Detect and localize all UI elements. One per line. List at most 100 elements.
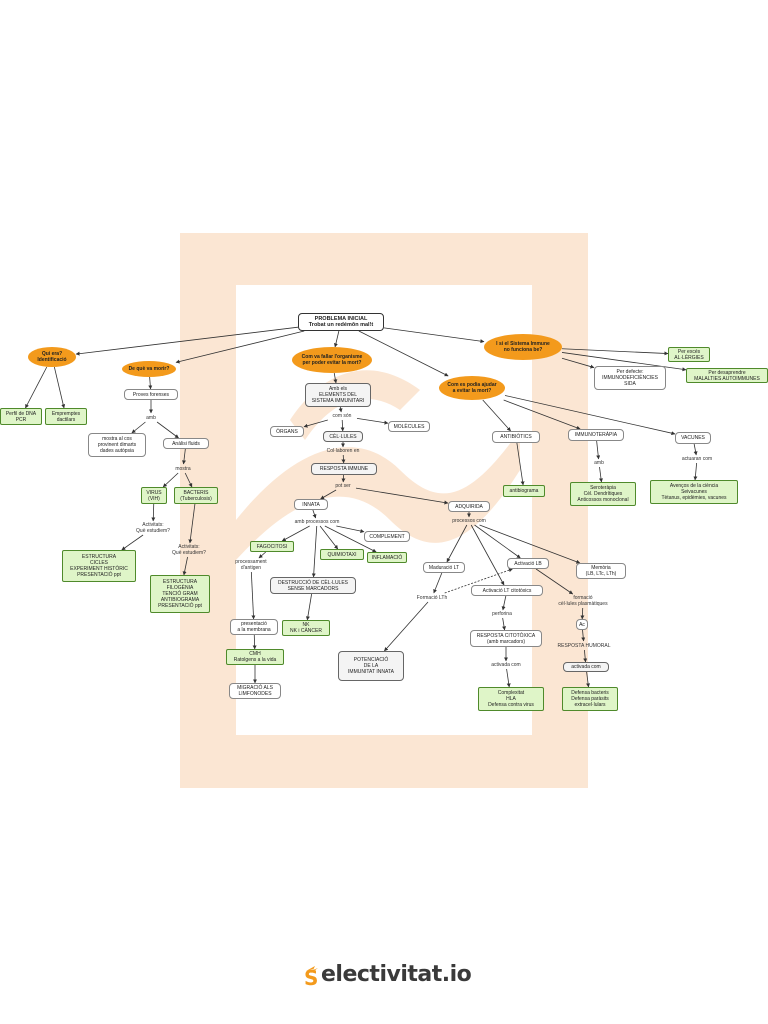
node-defensa: Defensa bacteris Defensa paràsits extrac… — [562, 687, 618, 711]
edge-root-comajudar — [358, 330, 449, 377]
node-organs: ÒRGANS — [270, 426, 304, 437]
node-perdefecte: Per defecte: IMMUNODEFICIÈNCIES SIDA — [594, 366, 666, 390]
node-activitat1: Activitats: Què estudiem? — [136, 522, 170, 534]
node-estruct1: ESTRUCTURA CICLES EXPERIMENT HISTÒRIC PR… — [62, 550, 136, 582]
node-bacteris: BACTERIS (Tuberculosis) — [174, 487, 218, 504]
edge-activitat1-estruct1 — [121, 534, 144, 551]
edge-sisistema-perexces — [561, 348, 669, 356]
edge-ambelc-sonlbl — [338, 406, 343, 413]
node-ambproc: amb processos com — [294, 519, 340, 525]
node-innata: INNATA — [294, 499, 328, 510]
edge-activitat2-estruct2 — [182, 556, 188, 576]
svg-text:S: S — [304, 966, 318, 987]
edge-comajudar-immuno — [503, 399, 581, 430]
edge-vacunes-actuancom — [693, 443, 698, 456]
edge-actuancom-avencos — [693, 462, 698, 481]
edge-sisistema-perdefecte — [561, 357, 595, 369]
edge-potser-innata — [320, 489, 337, 500]
node-destruc: DESTRUCCIÓ DE CÈL·LULES SENSE MARCADORS — [270, 577, 356, 594]
node-maduracio: Maduració LT — [423, 562, 465, 573]
node-comajudar: Com es podia ajudar a evitar la mort? — [439, 376, 505, 400]
edge-ambproc-complement — [336, 525, 365, 533]
node-complement: COMPLEMENT — [364, 531, 410, 542]
edge-sonlbl-cellules — [340, 419, 345, 432]
node-virus: VIRUS (VIH) — [141, 487, 167, 504]
edge-amb1-ambfluids — [156, 421, 179, 439]
node-activaLB: Activació LB — [507, 558, 549, 569]
node-formaLTh: Formació LTh — [416, 594, 448, 601]
brand-wordmark: electivitat.io — [321, 961, 472, 987]
edge-comfallar-ambelc — [333, 372, 338, 384]
node-adquirida: ADQUIRIDA — [448, 501, 490, 512]
node-procantig: processament d'antigen — [235, 559, 267, 571]
node-collab: Col·laboren en — [326, 448, 360, 454]
edge-dequemori-proves — [148, 376, 153, 390]
edge-activaLB-formcel — [535, 568, 574, 595]
node-quiera: Qui era? Identificació — [28, 347, 76, 367]
node-antibiograma: antibiograma — [503, 485, 545, 497]
node-actuancom: actuaran com — [681, 456, 713, 462]
node-immuno: IMMUNOTERÀPIA — [568, 429, 624, 441]
edge-root-sisistema — [383, 327, 485, 344]
edge-procesos-maduracio — [446, 524, 468, 563]
node-vacunes: VACUNES — [675, 432, 711, 444]
brand-logo: S electivitat.io — [303, 958, 472, 990]
node-sisistema: I si el Sistema Immune no funciona be? — [484, 334, 562, 360]
node-presmembr: presentació a la membrana — [230, 619, 278, 635]
edge-root-comfallar — [333, 330, 340, 348]
node-mostra: mostra al cos provinent dimarts dades au… — [88, 433, 146, 457]
node-migracio: MIGRACIÓ ALS LIMFONODES — [229, 683, 281, 699]
node-quimiotaxi: QUIMIOTAXI — [320, 549, 364, 560]
edge-comajudar-antibiotics — [482, 399, 511, 432]
node-ac: Ac — [576, 619, 588, 630]
node-root: PROBLEMA INICIAL Trobat un redémôn mal!t — [298, 313, 384, 331]
edge-ambproc-destruc — [311, 525, 318, 578]
edge-mostraes-bacteris — [184, 472, 193, 488]
node-sonlbl: com són — [332, 413, 352, 419]
edge-respumoral-activacom2 — [583, 649, 588, 663]
node-activaLT: Activació LT citotòxics — [471, 585, 543, 596]
edge-quiera-empremptes — [53, 366, 66, 409]
node-empremptes: Empremptes dactilars — [45, 408, 87, 425]
edge-ambproc-inflamacio — [324, 525, 377, 553]
edge-bacteris-activitat2 — [188, 503, 196, 544]
edge-comajudar-vacunes — [504, 395, 676, 436]
node-estruct2: ESTRUCTURA FILOGÈNIA TENCIÓ GRAM ANTIBIO… — [150, 575, 210, 613]
node-antibiotics: ANTIBIÒTICS — [492, 431, 540, 443]
node-formcel: formació cèl·lules plasmàtiques — [558, 595, 608, 607]
edge-maduracio-formaLTh — [433, 572, 443, 594]
node-dequemori: De què va morir? — [122, 361, 176, 377]
edge-activacom2-defensa — [586, 671, 591, 688]
edge-fagocitosi-procantig — [258, 551, 267, 559]
node-proves: Proves forenses — [124, 389, 178, 400]
edge-quiera-perfil — [25, 366, 48, 409]
node-complexitat: Complexitat HLA Defensa contra virus — [478, 687, 544, 711]
edge-innata-ambproc — [312, 509, 317, 519]
node-perdesap: Per desaprendre MALALTIES AUTOIMMUNES — [686, 368, 768, 383]
edge-immuno-amb3 — [596, 440, 601, 460]
edge-procesos-activaLB — [474, 524, 521, 559]
edge-ac-respumoral — [581, 629, 586, 642]
edge-sonlbl-molecules — [356, 417, 389, 425]
edge-procantig-presmembr — [250, 571, 256, 620]
edge-virus-activitat1 — [151, 503, 156, 522]
node-perexces: Per excés AL·LÈRGIES — [668, 347, 710, 362]
node-inflamacio: INFLAMACIÓ — [367, 552, 407, 563]
edge-destruc-nk — [305, 593, 312, 621]
node-activitat2: Activitats: Què estudiem? — [172, 544, 206, 556]
edge-root-quiera — [75, 326, 299, 356]
edge-perforina-respcitot — [502, 617, 507, 631]
node-respumoral: RESPOSTA HUMORAL — [557, 642, 611, 649]
node-perfil: Perfil de DNA PCR — [0, 408, 42, 425]
node-ambfluids: Anàlisi fluids — [163, 438, 209, 449]
node-cellules: CÈL·LULES — [323, 431, 363, 442]
edge-activaLT-perforina — [501, 595, 507, 611]
node-activacom2: activada com — [563, 662, 609, 672]
node-respcitot: RESPOSTA CITOTÒXICA (amb marcadors) — [470, 630, 542, 647]
node-activacom: activada com — [491, 662, 521, 668]
edge-root-dequemori — [175, 330, 305, 364]
node-potenc: POTENCIACIÓ DE LA IMMUNITAT INNATA — [338, 651, 404, 681]
brand-s-icon: S — [304, 966, 318, 987]
